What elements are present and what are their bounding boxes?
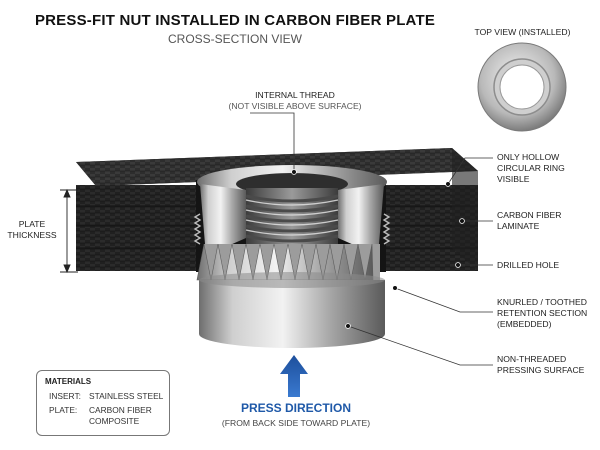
internal-thread (245, 194, 339, 243)
hollow-ring-label-line2: CIRCULAR RING VISIBLE (497, 163, 565, 184)
leader-dots (291, 169, 465, 329)
plate-thickness-label-line2: THICKNESS (7, 230, 57, 240)
knurled-label-line3: (EMBEDDED) (497, 319, 552, 329)
top-view-label: TOP VIEW (INSTALLED) (474, 27, 571, 37)
materials-plate-value-line1: CARBON FIBER (89, 405, 152, 415)
plate-thickness-dimension (60, 188, 78, 274)
materials-legend: MATERIALS INSERT: STAINLESS STEEL PLATE:… (36, 370, 170, 436)
page-title: PRESS-FIT NUT INSTALLED IN CARBON FIBER … (34, 12, 436, 29)
materials-title: MATERIALS (45, 377, 92, 386)
laminate-label-line1: CARBON FIBER (497, 210, 562, 220)
press-direction-arrow (280, 355, 308, 397)
pressing-label-line2: PRESSING SURFACE (497, 365, 585, 375)
page-subtitle: CROSS-SECTION VIEW (167, 32, 302, 46)
pressing-surface (199, 272, 385, 348)
press-direction-title: PRESS DIRECTION (240, 401, 351, 415)
plate-thickness-label-line1: PLATE (18, 219, 46, 229)
hollow-ring-label-line1: ONLY HOLLOW (497, 152, 560, 162)
leader-lines (250, 112, 493, 366)
internal-thread-note: (NOT VISIBLE ABOVE SURFACE) (228, 101, 362, 111)
materials-insert-value: STAINLESS STEEL (89, 391, 164, 401)
top-view-ring (477, 42, 567, 132)
knurled-label-line1: KNURLED / TOOTHED (497, 297, 587, 307)
materials-plate-key: PLATE: (49, 405, 78, 415)
internal-thread-label: INTERNAL THREAD (255, 90, 335, 100)
press-direction-subtitle: (FROM BACK SIDE TOWARD PLATE) (221, 418, 371, 428)
drilled-hole-label: DRILLED HOLE (497, 260, 560, 270)
pressing-label-line1: NON-THREADED (497, 354, 567, 364)
materials-plate-value-line2: COMPOSITE (89, 416, 140, 426)
materials-insert-key: INSERT: (49, 391, 81, 401)
press-fit-nut (193, 165, 391, 348)
laminate-label-line2: LAMINATE (497, 221, 540, 231)
knurled-label-line2: RETENTION SECTION (497, 308, 588, 318)
